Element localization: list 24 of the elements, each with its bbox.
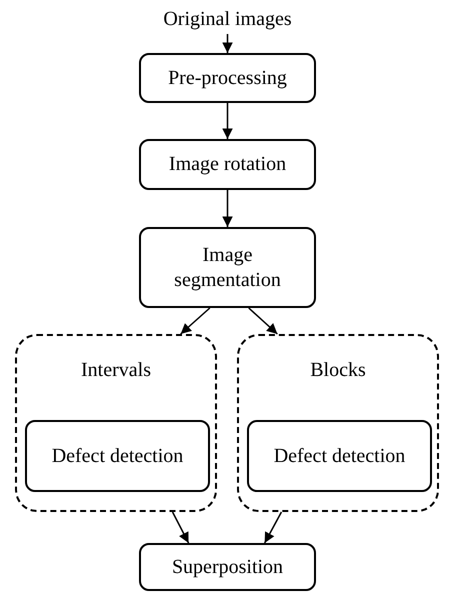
arrow <box>264 512 282 544</box>
box-label: Defect detection <box>272 444 406 468</box>
process-box <box>139 139 316 190</box>
arrow <box>172 512 190 544</box>
process-box <box>139 227 316 308</box>
process-box <box>25 420 210 492</box>
box-label: Image rotation <box>168 152 288 177</box>
box-label: Original images <box>162 6 293 32</box>
arrow <box>248 307 278 335</box>
group-title: Blocks <box>309 358 367 383</box>
arrow <box>222 103 233 139</box>
process-box <box>139 543 316 591</box>
process-box <box>139 53 316 103</box>
box-label: Pre-processing <box>167 66 288 90</box>
group-title: Intervals <box>80 358 152 383</box>
group-box <box>237 334 439 512</box>
arrow <box>222 34 233 53</box>
arrow <box>222 190 233 227</box>
arrow <box>180 307 210 335</box>
box-label: Image segmentation <box>173 242 282 292</box>
process-box <box>247 420 432 492</box>
box-label: Defect detection <box>50 444 184 468</box>
group-box <box>15 334 217 512</box>
box-label: Superposition <box>170 554 284 580</box>
